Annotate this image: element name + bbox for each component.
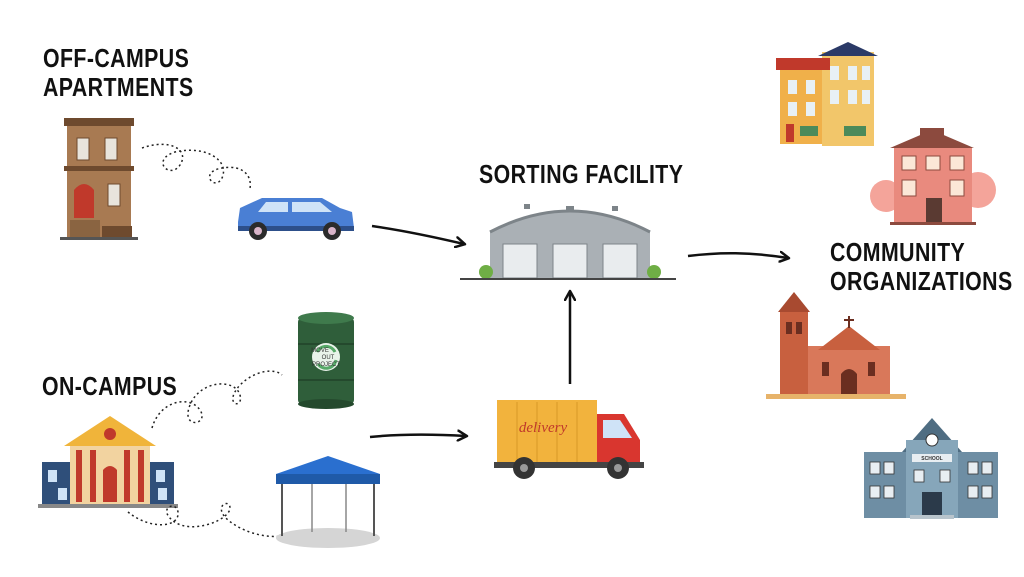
rowhouse-icon [60, 118, 138, 240]
drum-text-line3: PROJECT [312, 362, 340, 368]
townhouse-icon [870, 128, 996, 225]
dotted-path-campus-tent [127, 502, 283, 538]
community-label-line2: ORGANIZATIONS [830, 266, 1013, 297]
off-campus-label-line2: APARTMENTS [43, 72, 194, 103]
apartment-building-icon [776, 42, 878, 146]
community-organizations-label: COMMUNITY ORGANIZATIONS [830, 237, 1013, 297]
dotted-path-campus-drum [151, 370, 283, 429]
on-campus-label-text: ON-CAMPUS [42, 371, 178, 401]
dotted-path-apartments-car [141, 143, 252, 189]
sorting-facility-label-text: SORTING FACILITY [479, 159, 684, 189]
on-campus-label: ON-CAMPUS [42, 371, 178, 401]
arrow-facility-to-community [687, 253, 788, 258]
arrow-campus-to-truck [369, 435, 466, 437]
community-label-line1: COMMUNITY [830, 237, 966, 267]
drum-text-line1: MOVE [311, 348, 329, 354]
car-icon [238, 198, 354, 240]
warehouse-icon [460, 204, 676, 280]
canopy-tent-icon [276, 456, 380, 548]
arrow-car-to-facility [371, 224, 464, 244]
church-icon [766, 292, 906, 399]
sorting-facility-label: SORTING FACILITY [479, 159, 684, 189]
campus-building-icon [38, 416, 178, 508]
school-icon: SCHOOL [864, 418, 998, 519]
truck-delivery-text: delivery [519, 420, 568, 436]
drum-text-line2: OUT [322, 355, 335, 361]
off-campus-label-line1: OFF-CAMPUS [43, 43, 190, 73]
recycling-drum-icon: MOVE OUT PROJECT [298, 312, 354, 409]
delivery-truck-icon: delivery [494, 400, 644, 479]
off-campus-label: OFF-CAMPUS APARTMENTS [43, 43, 194, 103]
school-sign-text: SCHOOL [921, 456, 942, 462]
